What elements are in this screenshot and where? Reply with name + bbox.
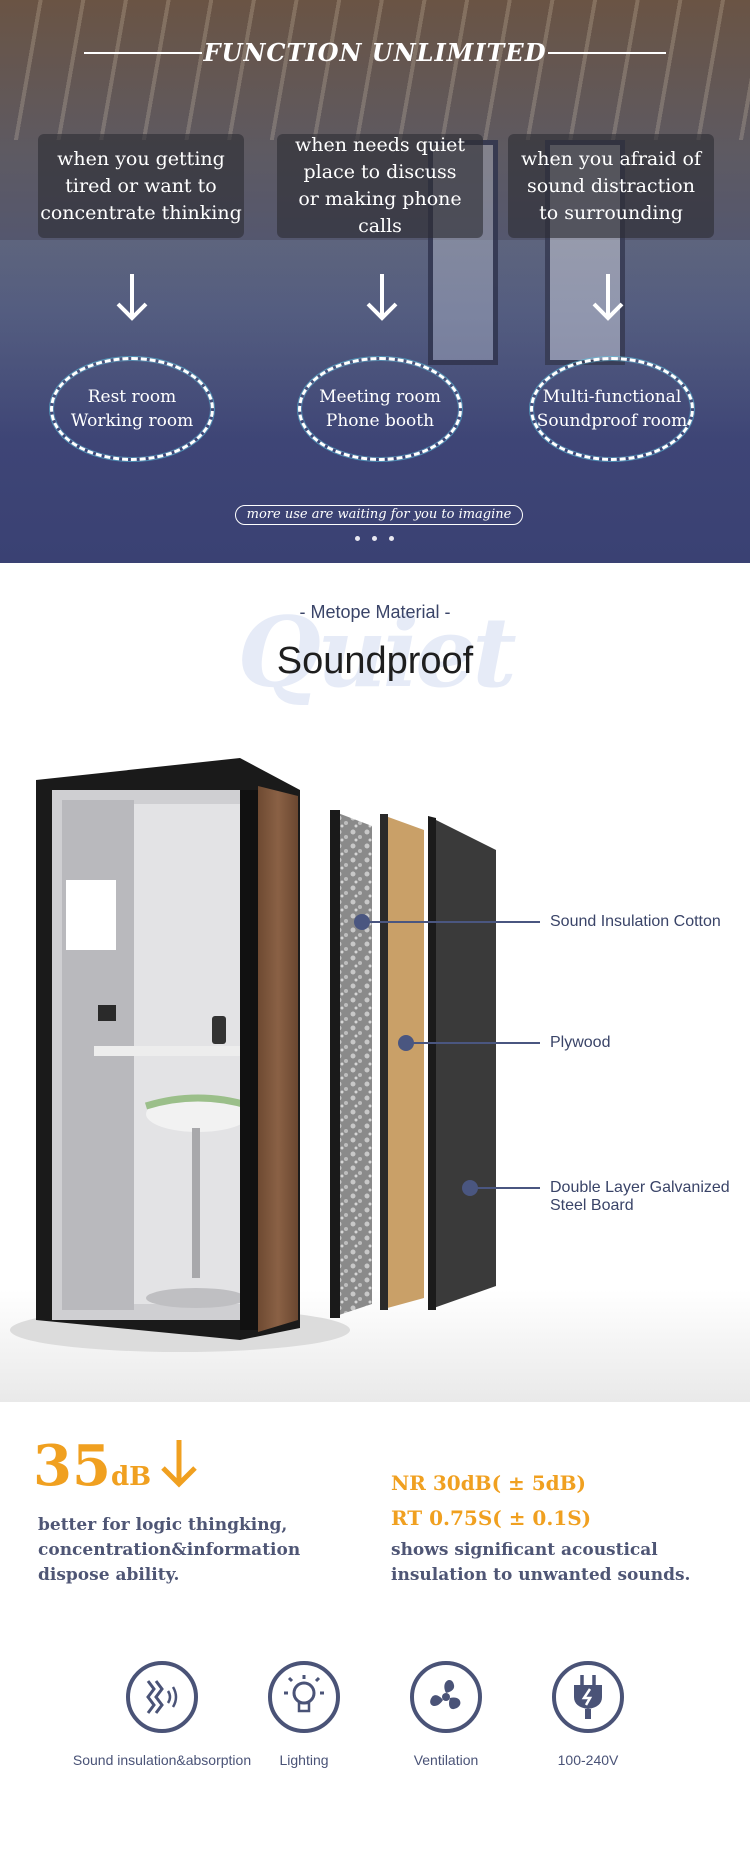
hero-title-text: FUNCTION UNLIMITED <box>203 38 547 67</box>
power-plug-icon <box>552 1661 624 1733</box>
scenario-card: when needs quiet place to discuss or mak… <box>277 134 483 238</box>
carousel-dot[interactable] <box>389 536 394 541</box>
title-rule-right <box>548 52 666 54</box>
scenario-card: when you getting tired or want to concen… <box>38 134 244 238</box>
quiet-watermark: Quiet <box>237 596 516 709</box>
layer-label-line: Double Layer Galvanized <box>550 1179 730 1196</box>
section-subtitle: - Metope Material - <box>299 602 451 622</box>
card-line: when you afraid of <box>521 147 701 170</box>
card-line: to surrounding <box>539 201 683 224</box>
fan-icon <box>410 1661 482 1733</box>
callout-dot <box>462 1180 478 1196</box>
feature-label: Ventilation <box>413 1752 479 1768</box>
layer-label-line: Plywood <box>550 1034 611 1051</box>
feature-label: Sound insulation&absorption <box>72 1752 252 1768</box>
card-line: concentrate thinking <box>40 201 242 224</box>
card-line: place to discuss <box>303 161 457 183</box>
desc-line: insulation to unwanted sounds. <box>391 1565 691 1585</box>
card-line: or making phone calls <box>298 188 462 237</box>
desc-line: dispose ability. <box>38 1565 180 1585</box>
usage-line: Phone booth <box>325 411 435 431</box>
layer-label-line: Steel Board <box>550 1197 634 1214</box>
arrow-down-icon <box>160 1440 197 1488</box>
card-line: when needs quiet <box>294 134 466 156</box>
hero-title: FUNCTION UNLIMITED <box>0 38 750 67</box>
usage-line: Multi-functional <box>542 387 682 407</box>
db-description: better for logic thingking, concentratio… <box>38 1513 300 1588</box>
arrow-down-icon <box>366 274 398 321</box>
tagline-pill: more use are waiting for you to imagine <box>235 505 523 525</box>
hero-banner: FUNCTION UNLIMITED when you getting tire… <box>0 0 750 563</box>
ceiling-lights <box>0 0 750 140</box>
light-bulb-icon <box>268 1661 340 1733</box>
callout-line <box>362 921 540 923</box>
usage-ellipse: Multi-functional Soundproof room <box>530 357 694 461</box>
layer-label: Sound Insulation Cotton <box>550 913 721 931</box>
usage-line: Soundproof room <box>536 411 688 431</box>
usage-line: Meeting room <box>319 387 441 407</box>
desc-line: shows significant acoustical <box>391 1540 658 1560</box>
card-line: when you getting <box>57 147 225 170</box>
usage-ellipse: Meeting room Phone booth <box>298 357 462 461</box>
scenario-card: when you afraid of sound distraction to … <box>508 134 714 238</box>
layer-label: Plywood <box>550 1034 610 1052</box>
layer-label-line: Sound Insulation Cotton <box>550 913 721 930</box>
sound-insulation-icon <box>126 1661 198 1733</box>
callout-dot <box>398 1035 414 1051</box>
usage-line: Rest room <box>87 387 177 407</box>
card-line: tired or want to <box>65 174 217 197</box>
feature-label: Lighting <box>279 1752 329 1768</box>
rt-rating: RT 0.75S( ± 0.1S) <box>391 1506 592 1530</box>
title-rule-left <box>84 52 202 54</box>
db-unit: dB <box>110 1462 152 1492</box>
nr-rating: NR 30dB( ± 5dB) <box>391 1471 586 1495</box>
callout-line <box>470 1187 540 1189</box>
callout-line <box>406 1042 540 1044</box>
carousel-dot[interactable] <box>355 536 360 541</box>
desc-line: better for logic thingking, <box>38 1515 288 1535</box>
section-title: Soundproof <box>276 640 474 682</box>
acoustic-ratings: NR 30dB( ± 5dB) RT 0.75S( ± 0.1S) <box>391 1466 591 1536</box>
db-value: 35 <box>33 1433 111 1499</box>
arrow-down-icon <box>116 274 148 321</box>
usage-line: Working room <box>70 411 194 431</box>
feature-label: 100-240V <box>557 1752 619 1768</box>
carousel-dots <box>355 536 395 544</box>
card-line: sound distraction <box>527 174 695 197</box>
callout-dot <box>354 914 370 930</box>
desc-line: concentration&information <box>38 1540 301 1560</box>
product-illustration: Sound Insulation Cotton Plywood Double L… <box>0 730 750 1402</box>
layer-label: Double Layer Galvanized Steel Board <box>550 1179 730 1215</box>
acoustic-description: shows significant acoustical insulation … <box>391 1538 690 1588</box>
arrow-down-icon <box>592 274 624 321</box>
db-reduction-stat: 35dB <box>33 1438 199 1494</box>
carousel-dot[interactable] <box>372 536 377 541</box>
usage-ellipse: Rest room Working room <box>50 357 214 461</box>
phone-booth-exploded-view <box>0 758 750 1402</box>
